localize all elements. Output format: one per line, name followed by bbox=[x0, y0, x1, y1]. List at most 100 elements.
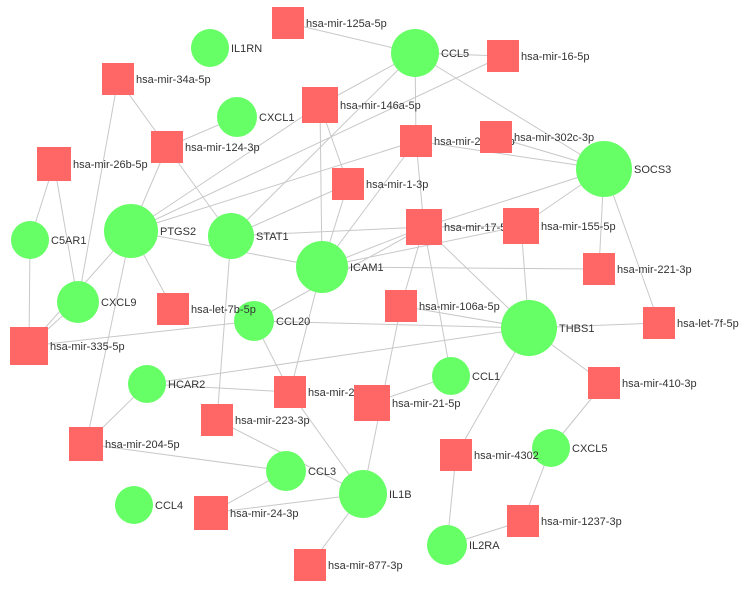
mirna-square bbox=[294, 549, 326, 581]
node-label: hsa-mir-204-5p bbox=[105, 439, 180, 451]
edge-CCL20-THBS1 bbox=[253, 320, 530, 329]
node-label: hsa-mir-34a-5p bbox=[136, 74, 211, 86]
node-label: STAT1 bbox=[256, 231, 289, 243]
gene-circle bbox=[532, 429, 570, 467]
node-label: hsa-mir-106a-5p bbox=[419, 301, 500, 313]
node-mir16[interactable]: hsa-mir-16-5p bbox=[487, 40, 589, 72]
node-label: hsa-mir-1-3p bbox=[366, 179, 428, 191]
mirna-square bbox=[151, 131, 183, 163]
node-label: C5AR1 bbox=[51, 235, 86, 247]
mirna-square bbox=[643, 307, 675, 339]
mirna-square bbox=[10, 327, 48, 365]
node-mir221[interactable]: hsa-mir-221-3p bbox=[583, 253, 692, 285]
node-label: HCAR2 bbox=[168, 379, 205, 391]
gene-circle bbox=[57, 281, 99, 323]
node-label: hsa-mir-124-3p bbox=[185, 142, 260, 154]
gene-circle bbox=[128, 365, 166, 403]
mirna-square bbox=[157, 293, 189, 325]
mirna-square bbox=[302, 87, 338, 123]
edge-mir203a-PTGS2 bbox=[130, 140, 417, 232]
node-label: hsa-mir-410-3p bbox=[622, 378, 697, 390]
node-mir410[interactable]: hsa-mir-410-3p bbox=[588, 367, 697, 399]
edge-mir146a-PTGS2 bbox=[130, 104, 321, 232]
gene-circle bbox=[432, 357, 470, 395]
node-THBS1[interactable]: THBS1 bbox=[501, 300, 594, 356]
edge-mir155-ICAM1 bbox=[321, 225, 522, 268]
node-CCL3[interactable]: CCL3 bbox=[266, 451, 336, 491]
edge-THBS1-HCAR2 bbox=[146, 327, 530, 385]
node-mir877[interactable]: hsa-mir-877-3p bbox=[294, 549, 403, 581]
mirna-square bbox=[583, 253, 615, 285]
node-CXCL1[interactable]: CXCL1 bbox=[217, 97, 294, 137]
mirna-square bbox=[503, 208, 539, 244]
node-mir26b[interactable]: hsa-mir-26b-5p bbox=[37, 147, 148, 181]
node-C5AR1[interactable]: C5AR1 bbox=[11, 221, 86, 259]
mirna-square bbox=[354, 385, 390, 421]
gene-circle bbox=[208, 213, 254, 259]
node-mir1237[interactable]: hsa-mir-1237-3p bbox=[507, 505, 622, 537]
gene-circle bbox=[339, 470, 387, 518]
mirna-square bbox=[69, 427, 103, 461]
node-let7f[interactable]: hsa-let-7f-5p bbox=[643, 307, 739, 339]
node-label: hsa-mir-302c-3p bbox=[514, 132, 594, 144]
node-IL1B[interactable]: IL1B bbox=[339, 470, 412, 518]
node-label: hsa-mir-155-5p bbox=[541, 221, 616, 233]
node-STAT1[interactable]: STAT1 bbox=[208, 213, 289, 259]
node-mir125a[interactable]: hsa-mir-125a-5p bbox=[272, 7, 387, 39]
edge-ICAM1-mir221 bbox=[321, 266, 600, 270]
node-label: hsa-mir-24-3p bbox=[230, 508, 298, 520]
node-CCL20[interactable]: CCL20 bbox=[234, 301, 310, 341]
node-ICAM1[interactable]: ICAM1 bbox=[296, 241, 384, 293]
edge-mir34a-CXCL9 bbox=[77, 78, 119, 303]
edge-mir204-CCL3 bbox=[85, 443, 287, 472]
mirna-square bbox=[274, 376, 306, 408]
node-CCL5[interactable]: CCL5 bbox=[391, 29, 469, 77]
node-PTGS2[interactable]: PTGS2 bbox=[104, 204, 196, 258]
node-mir335[interactable]: hsa-mir-335-5p bbox=[10, 327, 125, 365]
gene-circle bbox=[427, 525, 467, 565]
node-mir4302[interactable]: hsa-mir-4302 bbox=[440, 439, 539, 471]
node-CCL4[interactable]: CCL4 bbox=[115, 486, 183, 524]
node-mir204[interactable]: hsa-mir-204-5p bbox=[69, 427, 180, 461]
node-mir124[interactable]: hsa-mir-124-3p bbox=[151, 131, 260, 163]
node-mir24[interactable]: hsa-mir-24-3p bbox=[194, 496, 298, 530]
node-mir106a[interactable]: hsa-mir-106a-5p bbox=[385, 290, 500, 322]
node-label: CXCL5 bbox=[572, 443, 607, 455]
node-label: CCL1 bbox=[472, 371, 500, 383]
node-mir223[interactable]: hsa-mir-223-3p bbox=[201, 404, 310, 436]
node-mir302c[interactable]: hsa-mir-302c-3p bbox=[480, 121, 594, 153]
edge-SOCS3-mir17 bbox=[423, 168, 605, 228]
node-label: IL1B bbox=[389, 489, 412, 501]
node-IL1RN[interactable]: IL1RN bbox=[191, 29, 262, 67]
node-HCAR2[interactable]: HCAR2 bbox=[128, 365, 205, 403]
edge-STAT1-mir223 bbox=[216, 235, 232, 421]
mirna-square bbox=[406, 209, 442, 245]
gene-circle bbox=[191, 29, 229, 67]
node-CXCL9[interactable]: CXCL9 bbox=[57, 281, 136, 323]
gene-circle bbox=[115, 486, 153, 524]
node-SOCS3[interactable]: SOCS3 bbox=[576, 141, 671, 197]
gene-circle bbox=[296, 241, 348, 293]
mirna-square bbox=[37, 147, 71, 181]
node-mir155[interactable]: hsa-mir-155-5p bbox=[503, 208, 616, 244]
mirna-square bbox=[102, 63, 134, 95]
node-mir146a[interactable]: hsa-mir-146a-5p bbox=[302, 87, 421, 123]
node-mir21[interactable]: hsa-mir-21-5p bbox=[354, 385, 460, 421]
node-label: hsa-mir-335-5p bbox=[50, 341, 125, 353]
mirna-square bbox=[507, 505, 539, 537]
mirna-square bbox=[272, 7, 304, 39]
node-label: hsa-mir-221-3p bbox=[617, 264, 692, 276]
node-IL2RA[interactable]: IL2RA bbox=[427, 525, 500, 565]
node-label: hsa-mir-17-5p bbox=[444, 222, 512, 234]
node-CXCL5[interactable]: CXCL5 bbox=[532, 429, 607, 467]
node-mir1[interactable]: hsa-mir-1-3p bbox=[332, 168, 428, 200]
node-mir34a[interactable]: hsa-mir-34a-5p bbox=[102, 63, 211, 95]
mirna-square bbox=[487, 40, 519, 72]
mirna-square bbox=[440, 439, 472, 471]
node-CCL1[interactable]: CCL1 bbox=[432, 357, 500, 395]
node-mir17[interactable]: hsa-mir-17-5p bbox=[406, 209, 512, 245]
node-let7b[interactable]: hsa-let-7b-5p bbox=[157, 293, 256, 325]
node-label: ICAM1 bbox=[350, 262, 384, 274]
